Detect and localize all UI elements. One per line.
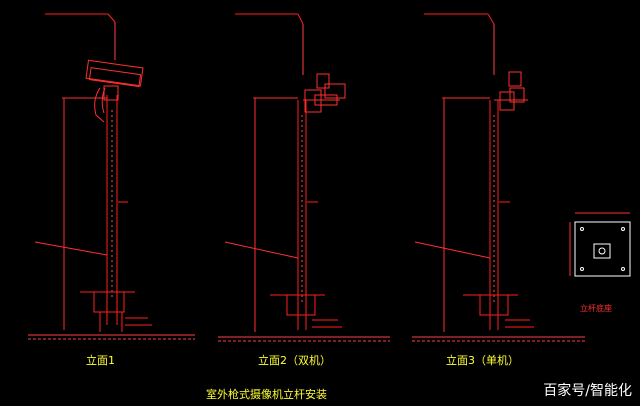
cable-leader (34, 241, 108, 256)
base-plate-outline (574, 221, 631, 277)
bolt-hole (580, 267, 584, 271)
cable-leader (414, 241, 491, 259)
bolt-hole (580, 227, 584, 231)
bullet-camera (85, 59, 144, 123)
pole-base (479, 294, 509, 316)
pole-base (286, 294, 316, 316)
watermark: 百家号/智能化 (543, 380, 632, 400)
elevation-3-caption: 立面3（单机） (446, 354, 519, 367)
dual-camera-assembly (303, 73, 346, 113)
elevation-1-caption: 立面1 (86, 354, 115, 367)
elevation-2 (218, 13, 390, 342)
pole-socket (593, 243, 611, 259)
top-leader-line (487, 13, 495, 25)
drawing-title: 室外枪式摄像机立杆安装 (206, 388, 327, 401)
elevation-3 (412, 13, 585, 342)
top-leader-line (107, 13, 116, 23)
base-plate-detail (569, 212, 631, 277)
single-camera-assembly (494, 71, 528, 111)
pole-base (93, 291, 125, 313)
detail-caption: 立杆底座 (580, 304, 612, 313)
top-leader-line (297, 13, 304, 25)
watermark-text: 百家号/智能化 (543, 383, 632, 399)
cable-hole (598, 247, 606, 255)
cable-leader (224, 241, 299, 259)
elevation-2-caption: 立面2（双机） (258, 354, 331, 367)
bolt-hole (621, 227, 625, 231)
bolt-hole (621, 267, 625, 271)
elevation-1 (28, 13, 195, 340)
